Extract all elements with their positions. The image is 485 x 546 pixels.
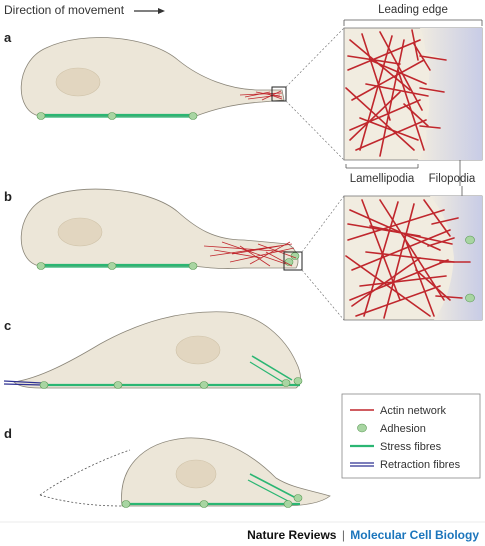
legend-box [341, 393, 481, 479]
cell-a [20, 37, 287, 120]
legend-item-actin: Actin network [350, 405, 447, 417]
inset-a [343, 27, 483, 161]
lamellipodia-label: Lamellipodia [350, 173, 415, 185]
legend-item-stress: Stress fibres [350, 441, 442, 453]
adhesions-c [39, 377, 303, 389]
panel-label-c: c [4, 318, 11, 333]
panel-label-b: b [4, 189, 12, 204]
filopodia-label: Filopodia [429, 173, 476, 185]
actin-network-a [239, 90, 283, 101]
retracted-tail-outline [39, 449, 131, 496]
credit-separator: | [341, 528, 345, 542]
legend-label-retraction: Retraction fibres [380, 459, 461, 471]
credit-brand: Nature Reviews [247, 528, 337, 542]
adhesion-swatch-icon [357, 423, 367, 433]
actin-network-b [203, 241, 297, 267]
journal-credit: Nature Reviews | Molecular Cell Biology [247, 528, 479, 542]
nucleus-c [175, 335, 221, 365]
legend-item-adhesion: Adhesion [357, 423, 426, 435]
adhesions-inset-b [465, 235, 475, 303]
nucleus-d [175, 459, 217, 489]
leading-edge-label: Leading edge [378, 4, 448, 16]
direction-label: Direction of movement [4, 3, 125, 17]
nucleus-a [55, 67, 101, 97]
cell-d [39, 437, 331, 508]
nucleus-b [57, 217, 103, 247]
actin-network-inset-b [345, 199, 471, 319]
stress-fibre-c-diagonal [251, 355, 293, 381]
zoom-box-a [271, 86, 287, 102]
legend-item-retraction: Retraction fibres [350, 459, 461, 471]
zoom-box-b [283, 251, 303, 271]
inset-b [343, 195, 483, 321]
adhesions-a [36, 112, 198, 120]
retraction-fibres-c [3, 380, 43, 386]
leading-edge-bracket [343, 19, 483, 26]
adhesions-d [121, 494, 303, 508]
panel-label-a: a [4, 30, 12, 45]
legend-label-stress: Stress fibres [380, 441, 442, 453]
direction-arrow-icon [134, 8, 165, 14]
legend-label-adhesion: Adhesion [380, 423, 426, 435]
credit-journal: Molecular Cell Biology [350, 528, 479, 542]
stress-fibre-d-diagonal [249, 473, 297, 499]
lamellipodia-bracket [345, 164, 419, 169]
cell-c [3, 311, 303, 389]
legend-label-actin: Actin network [380, 405, 447, 417]
legend: Actin network Adhesion Stress fibres Ret… [341, 393, 481, 479]
panel-label-d: d [4, 426, 12, 441]
cell-b [20, 188, 303, 271]
actin-network-inset-a [345, 29, 447, 157]
